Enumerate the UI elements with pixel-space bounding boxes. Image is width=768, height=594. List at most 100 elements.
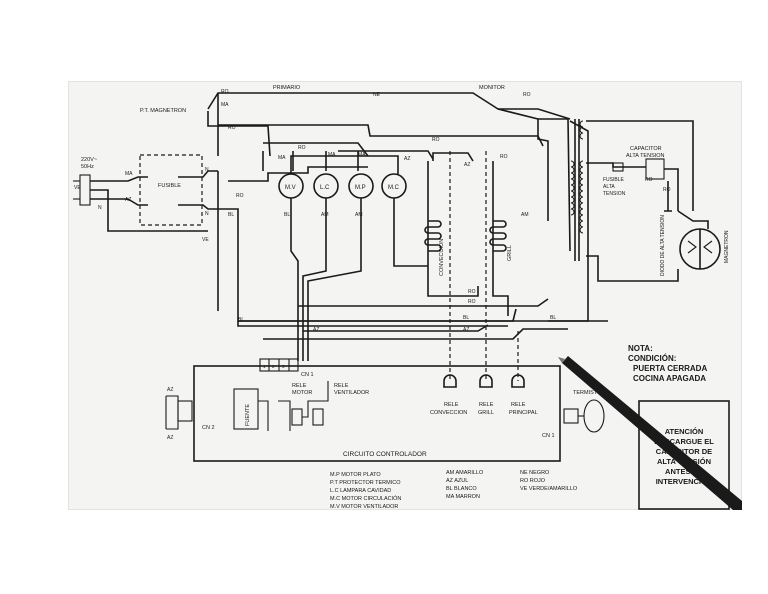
wire-code-ma: MA	[221, 102, 229, 108]
controller-board	[193, 365, 561, 462]
atencion-line5: ANTES DE	[665, 467, 703, 476]
pin-2: 2	[272, 364, 275, 369]
cn2-connector	[165, 395, 193, 430]
label-rele-motor-2: MOTOR	[292, 390, 312, 396]
wire-code-bl: BL	[463, 315, 469, 321]
legend-component: M.C MOTOR CIRCULACIÓN	[330, 495, 401, 502]
wire-code-ro: RO	[236, 193, 244, 199]
fuse-box	[139, 154, 203, 226]
label-rele-conv-2: CONVECCION	[430, 410, 467, 416]
wire-code-az: AZ	[167, 435, 173, 441]
wire-code-am: AM	[521, 212, 529, 218]
wire-code-ma: MA	[278, 155, 286, 161]
hv-fuse-icon	[612, 162, 624, 172]
label-voltage: 220V~	[81, 157, 97, 163]
legend-color: BL BLANCO	[446, 486, 477, 492]
legend-color: RO ROJO	[520, 478, 546, 484]
wire-code-az: AZ	[313, 327, 319, 333]
label-rele-grill-1: RELE	[479, 402, 494, 408]
legend-component: M.V MOTOR VENTILADOR	[330, 504, 398, 510]
rele-motor-icon	[291, 408, 303, 426]
power-supply-block	[233, 388, 259, 430]
label-mv: M.V	[285, 185, 296, 191]
label-fusible-alta-2: ALTA	[603, 184, 615, 190]
label-monitor: MONITOR	[479, 85, 505, 91]
label-cn1: CN 1	[301, 372, 314, 378]
top-wires	[207, 92, 589, 261]
pen-pointer	[562, 356, 742, 510]
label-circuito: CIRCUITO CONTROLADOR	[343, 451, 427, 458]
wire-code-ve: VE	[202, 237, 209, 243]
atencion-line4: ALTA TENSIÓN	[657, 457, 711, 466]
atencion-line3: CAPACITOR DE	[656, 447, 712, 456]
transformer	[570, 119, 584, 261]
convection-heater	[424, 152, 479, 297]
wire-code-ro: RO	[298, 145, 306, 151]
wire-code-am: AM	[321, 212, 329, 218]
label-capacitor-1: CAPACITOR	[630, 146, 662, 152]
wire-code-az: AZ	[404, 156, 410, 162]
wire-code-ma: MA	[125, 171, 133, 177]
label-rele-grill-2: GRILL	[478, 410, 494, 416]
pin-3: 3	[282, 364, 285, 369]
legend-color: NE NEGRO	[520, 470, 550, 476]
atencion-line1: ATENCIÓN	[665, 427, 704, 436]
label-rele-vent-1: RELE	[334, 383, 349, 389]
grill-heater	[489, 161, 509, 316]
thermistor-icon	[563, 399, 605, 433]
label-frequency: 50Hz	[81, 164, 94, 170]
legend-component: M.P MOTOR PLATO	[330, 472, 381, 478]
wire-code-ro: RO	[500, 154, 508, 160]
rele-ventilador-icon	[312, 408, 324, 426]
wire-code-ro: RO	[663, 187, 671, 193]
legend-component: P.T PROTECTOR TERMICO	[330, 480, 401, 486]
wire-code-ro: RO	[432, 137, 440, 143]
legend-color: AM AMARILLO	[446, 470, 484, 476]
wire-code-ro: RO	[228, 125, 236, 131]
label-rele-vent-2: VENTILADOR	[334, 390, 369, 396]
high-voltage-section	[586, 120, 721, 282]
wire-code-bl: BL	[238, 317, 244, 323]
wire-code-bl: BL	[550, 315, 556, 321]
wire-code-az: AZ	[464, 162, 470, 168]
schematic-photo: PRIMARIO MONITOR P.T. MAGNETRON 220V~ 50…	[68, 81, 742, 510]
atencion-line6: INTERVENCIÓN	[656, 477, 713, 486]
label-termistor: TERMISTOR	[573, 390, 605, 396]
label-rele-princ-1: RELE	[511, 402, 526, 408]
wire-code-n: N	[205, 211, 209, 217]
nota-line4: COCINA APAGADA	[633, 374, 706, 383]
wire-code-ve: VE	[74, 185, 81, 191]
mains-plug-icon	[73, 174, 208, 232]
label-grill: GRILL	[507, 245, 513, 261]
wire-code-bl: BL	[284, 212, 290, 218]
wire-code-ma: MA	[358, 152, 366, 158]
label-primario: PRIMARIO	[273, 85, 301, 91]
wiring-diagram: PRIMARIO MONITOR P.T. MAGNETRON 220V~ 50…	[73, 85, 742, 510]
label-magnetron: MAGNETRON	[724, 230, 730, 263]
label-diodo: DIODO DE ALTA TENSION	[660, 215, 666, 276]
nota-line2: CONDICIÓN:	[628, 354, 676, 363]
small-relays	[443, 374, 525, 388]
label-conveccion: CONVECCION	[439, 239, 445, 276]
wire-code-az: AZ	[125, 197, 131, 203]
wire-code-bl: BL	[228, 212, 234, 218]
legend-color: MA MARRON	[446, 494, 480, 500]
label-capacitor-2: ALTA TENSION	[626, 153, 665, 159]
wire-code-am: AM	[355, 212, 363, 218]
wire-code-az: AZ	[463, 327, 469, 333]
wire-code-ro: RO	[221, 89, 229, 95]
label-rele-conv-1: RELE	[444, 402, 459, 408]
label-fuente: FUENTE	[245, 404, 251, 426]
relay-dashes	[449, 151, 519, 381]
wire-code-ne: NE	[373, 92, 381, 98]
label-fusible: FUSIBLE	[158, 183, 181, 189]
wire-code-n: N	[205, 167, 209, 173]
wire-code-ma: MA	[328, 152, 336, 158]
label-rele-motor-1: RELE	[292, 383, 307, 389]
legend-component: L.C LAMPARA CAVIDAD	[330, 488, 391, 494]
atencion-line2: DESCARGUE EL	[654, 437, 714, 446]
label-mc: M.C	[388, 185, 400, 191]
label-rele-princ-2: PRINCIPAL	[509, 410, 538, 416]
hv-capacitor-icon	[645, 158, 665, 180]
legend-color: AZ AZUL	[446, 478, 468, 484]
